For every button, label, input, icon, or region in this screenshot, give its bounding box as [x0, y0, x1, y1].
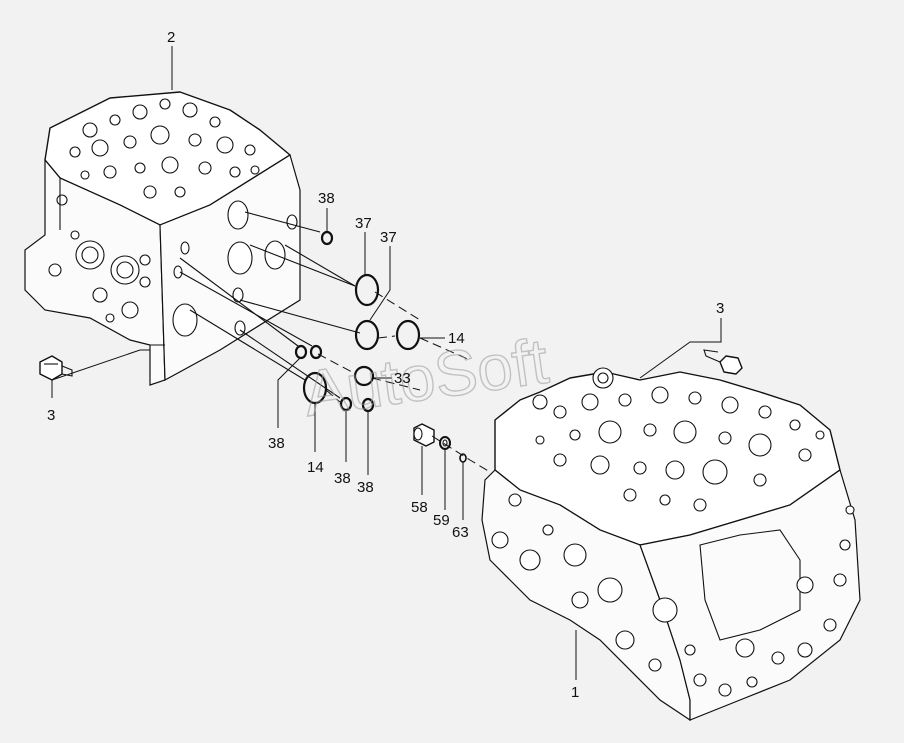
callout-63: 63: [452, 524, 469, 541]
valve-body-1: [481, 367, 861, 722]
front-ports: [48, 194, 151, 323]
washer-59: [439, 436, 451, 450]
plug-58: [413, 423, 435, 447]
callout-3-right: 3: [716, 300, 724, 317]
callout-37-b: 37: [380, 229, 397, 246]
bolt-3-right: [703, 349, 743, 375]
body-1-top-holes: [535, 386, 825, 512]
body-1-front-holes: [491, 493, 707, 687]
callout-58: 58: [411, 499, 428, 516]
callout-38-a: 38: [318, 190, 335, 207]
callout-labels: 2 3 38 37 37 14 33 38 14 38 38 3 58 59 6…: [47, 29, 724, 701]
callout-14-b: 14: [307, 459, 324, 476]
callout-38-b: 38: [268, 435, 285, 452]
callout-3-left: 3: [47, 407, 55, 424]
body-1-side-holes: [718, 505, 855, 697]
top-port-holes: [69, 98, 260, 199]
alignment-lines: [179, 211, 471, 403]
bolt-3-left: [39, 355, 73, 381]
side-bores: [172, 200, 298, 337]
callout-2: 2: [167, 29, 175, 46]
callout-59: 59: [433, 512, 450, 529]
callout-14-a: 14: [448, 330, 465, 347]
callout-38-c: 38: [334, 470, 351, 487]
valve-body-2: [24, 91, 301, 386]
callout-33: 33: [394, 370, 411, 387]
callout-1: 1: [571, 684, 579, 701]
callout-38-d: 38: [357, 479, 374, 496]
callout-37-a: 37: [355, 215, 372, 232]
leader-lines: [51, 46, 722, 680]
